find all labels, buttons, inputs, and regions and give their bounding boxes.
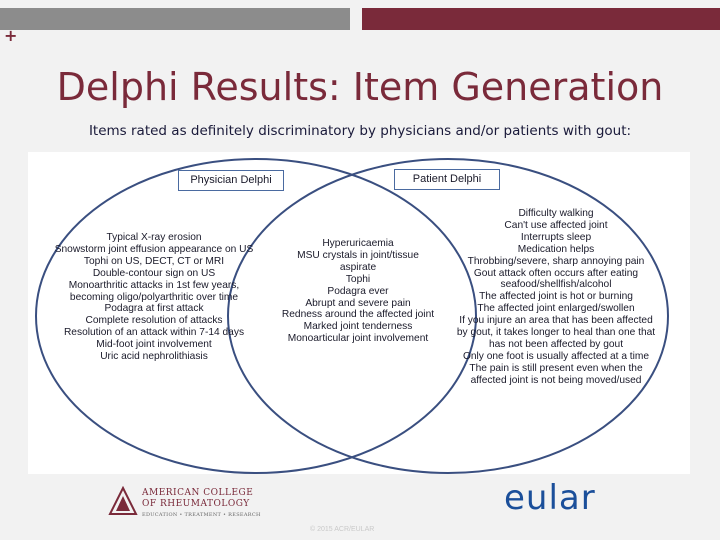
- list-item: The pain is still present even when the: [469, 362, 643, 374]
- top-bar-gray-segment: [0, 8, 350, 30]
- physician-delphi-label: Physician Delphi: [178, 170, 284, 191]
- acr-logo-text: AMERICAN COLLEGE OF RHEUMATOLOGY EDUCATI…: [142, 488, 262, 521]
- list-item: Typical X-ray erosion: [106, 232, 202, 243]
- list-item: by gout, it takes longer to heal than on…: [456, 327, 656, 339]
- list-item: seafood/shellfish/alcohol: [500, 279, 612, 291]
- venn-circles: [35, 158, 669, 474]
- list-item: Abrupt and severe pain: [305, 297, 411, 309]
- list-item: If you injure an area that has been affe…: [459, 315, 653, 327]
- list-item: Monoarticular joint involvement: [287, 333, 429, 345]
- list-item: Hyperuricaemia: [322, 238, 394, 249]
- list-item: Mid-foot joint involvement: [96, 339, 212, 351]
- eular-logo: eular: [504, 478, 596, 518]
- list-item: Uric acid nephrolithiasis: [100, 351, 208, 363]
- physician-only-list: Typical X-ray erosion Snowstorm joint ef…: [28, 232, 280, 363]
- list-item: Interrupts sleep: [520, 231, 592, 243]
- list-item: Only one foot is usually affected at a t…: [462, 350, 650, 362]
- copyright-text: © 2015 ACR/EULAR: [310, 526, 375, 533]
- list-item: Resolution of an attack within 7-14 days: [63, 327, 245, 339]
- plus-icon: +: [4, 26, 18, 45]
- acr-logo-icon: [108, 486, 138, 515]
- patient-only-list: Difficulty walking Can't use affected jo…: [436, 208, 676, 387]
- list-item: Difficulty walking: [518, 208, 594, 219]
- list-item: Double-contour sign on US: [92, 267, 216, 279]
- list-item: Medication helps: [517, 243, 595, 255]
- list-item: Tophi on US, DECT, CT or MRI: [83, 255, 225, 267]
- acr-name-line2: OF RHEUMATOLOGY: [142, 499, 250, 509]
- list-item: Complete resolution of attacks: [85, 315, 223, 327]
- list-item: has not been affected by gout: [488, 338, 624, 350]
- top-bar: [0, 0, 720, 30]
- list-item: The affected joint enlarged/swollen: [477, 303, 635, 315]
- slide-subtitle: Items rated as definitely discriminatory…: [88, 123, 632, 139]
- patient-delphi-label: Patient Delphi: [394, 169, 500, 190]
- list-item: MSU crystals in joint/tissue: [297, 249, 419, 261]
- list-item: Podagra at first attack: [104, 303, 204, 315]
- list-item: Redness around the affected joint: [281, 309, 435, 321]
- acr-name-line1: AMERICAN COLLEGE: [142, 488, 254, 498]
- list-item: Snowstorm joint effusion appearance on U…: [54, 243, 254, 255]
- venn-diagram: Physician Delphi Patient Delphi Typical …: [28, 152, 690, 474]
- list-item: Podagra ever: [327, 285, 389, 297]
- list-item: Throbbing/severe, sharp annoying pain: [467, 255, 645, 267]
- list-item: aspirate: [339, 261, 377, 273]
- list-item: The affected joint is hot or burning: [479, 291, 633, 303]
- shared-list: Hyperuricaemia MSU crystals in joint/tis…: [258, 238, 458, 345]
- slide-title: Delphi Results: Item Generation: [56, 65, 664, 109]
- list-item: becoming oligo/polyarthritic over time: [69, 291, 239, 303]
- list-item: Tophi: [345, 273, 371, 285]
- list-item: Can't use affected joint: [504, 219, 608, 231]
- list-item: Gout attack often occurs after eating: [473, 267, 639, 279]
- patient-circle: [227, 158, 669, 474]
- top-bar-red-segment: [362, 8, 720, 30]
- list-item: affected joint is not being moved/used: [470, 374, 642, 386]
- physician-circle: [35, 158, 477, 474]
- acr-tagline: EDUCATION • TREATMENT • RESEARCH: [142, 512, 261, 518]
- list-item: Marked joint tenderness: [303, 321, 413, 333]
- list-item: Monoarthritic attacks in 1st few years,: [68, 279, 240, 291]
